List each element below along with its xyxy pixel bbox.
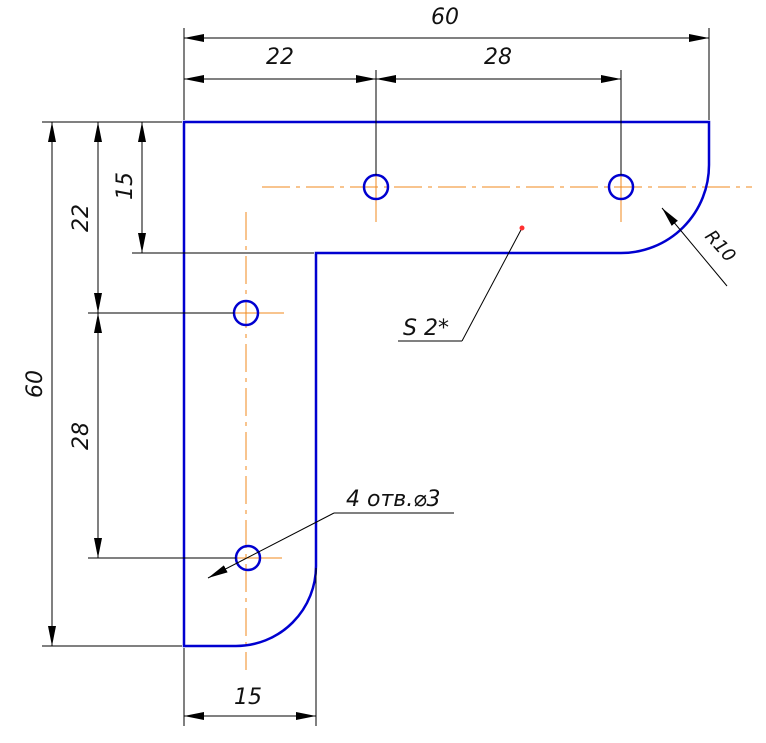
thickness-annotation: S 2*	[403, 316, 449, 341]
dim-text-top-to-hole: 22	[69, 204, 94, 232]
radius-leader	[661, 207, 728, 287]
holes-annotation: 4 отв.⌀3	[346, 487, 440, 512]
part-outline	[182, 120, 711, 648]
dim-text-leg-thickness: 15	[113, 172, 138, 200]
dim-text-hole-spacing-h: 28	[484, 45, 512, 70]
dim-text-left-to-hole: 22	[266, 45, 294, 70]
dim-text-overall-height: 60	[23, 370, 48, 398]
dim-text-hole-spacing-v: 28	[69, 422, 94, 450]
dimension-lines	[42, 28, 728, 726]
marker-point	[519, 225, 525, 231]
dim-text-overall-width: 60	[431, 5, 459, 30]
thickness-leader	[461, 227, 523, 342]
dim-text-leg-width: 15	[234, 685, 262, 710]
